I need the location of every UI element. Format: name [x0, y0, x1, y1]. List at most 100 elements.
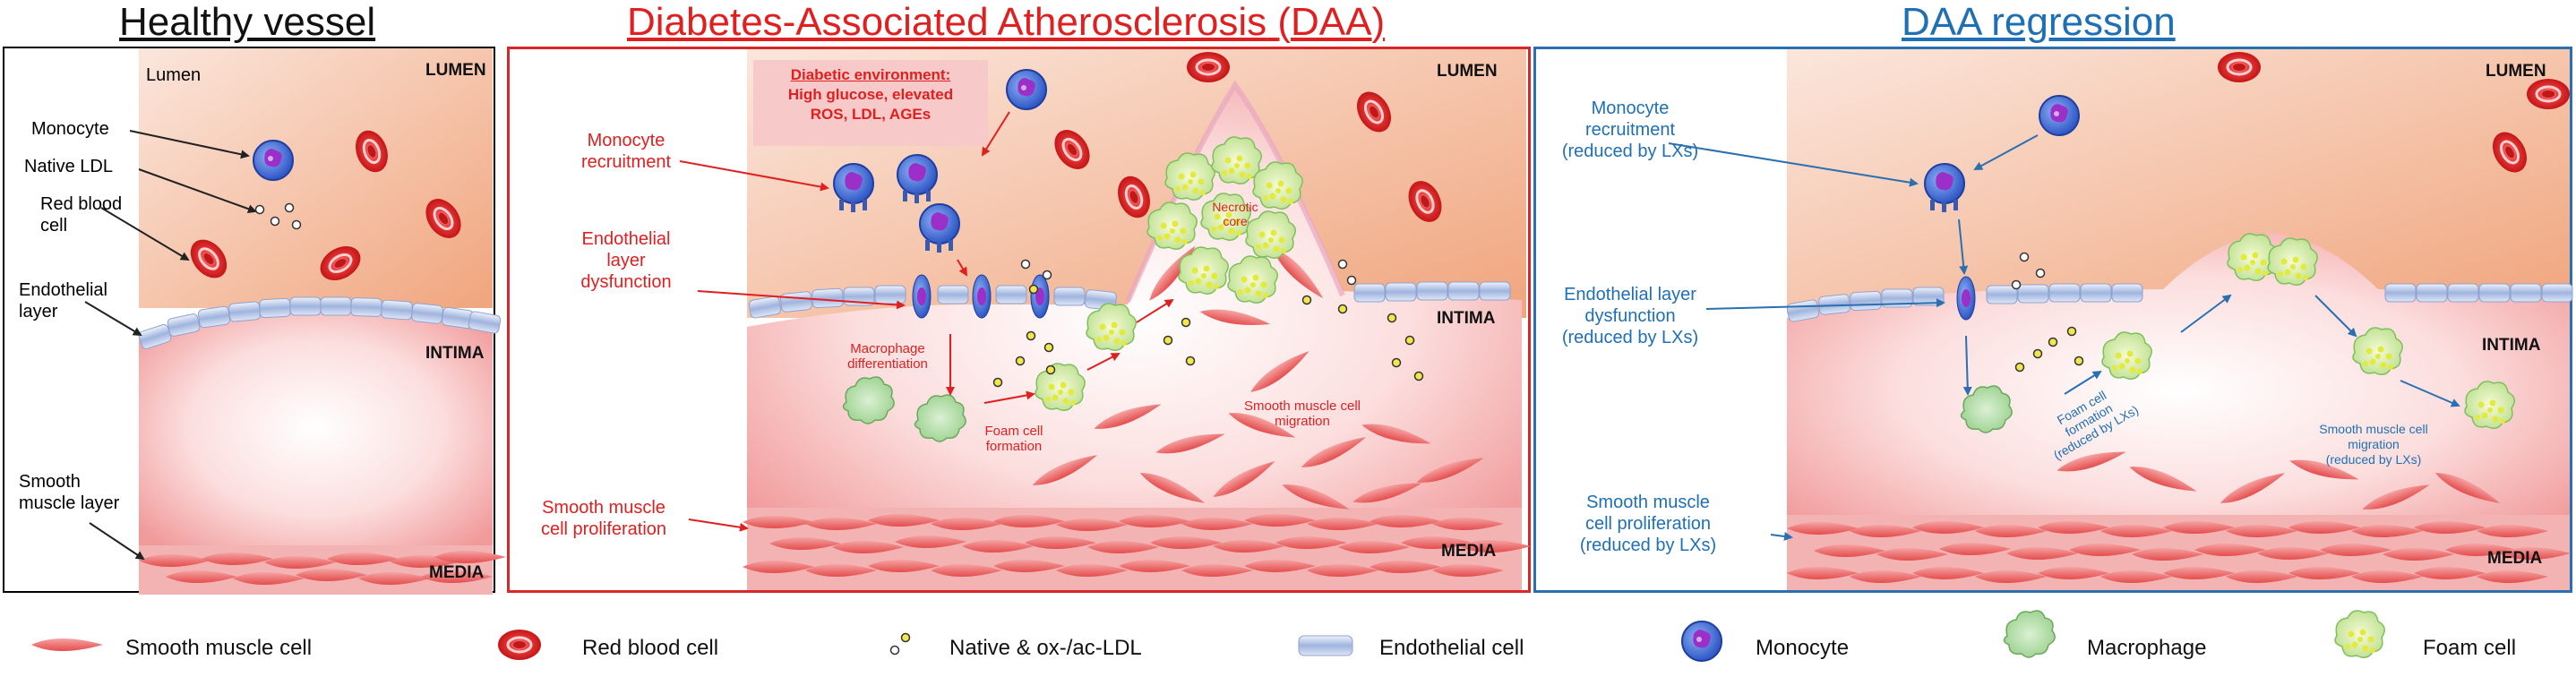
healthy-endothelial-label-line1: Endothelial [19, 280, 107, 300]
daa-monocyte-recruitment-label-line1: Monocyte [587, 131, 665, 150]
regression-monocyte-recruitment-label-line3: (reduced by LXs) [1561, 141, 1699, 161]
healthy-vessel-title: Healthy vessel [119, 0, 376, 44]
healthy-endothelial-label: Endothelial layer [19, 279, 107, 322]
regression-endothelial-dysfunction-label: Endothelial layer dysfunction (reduced b… [1554, 284, 1706, 348]
legend-red-blood-cell-label: Red blood cell [582, 636, 719, 660]
daa-diabetic-environment-title: Diabetic environment: [790, 66, 951, 83]
legend-red-blood-cell: Red blood cell [484, 618, 797, 662]
healthy-monocyte-label: Monocyte [31, 119, 109, 139]
foam-cell-icon [2334, 610, 2385, 658]
daa-red-blood-cell [1185, 50, 1232, 84]
legend-monocyte-label: Monocyte [1756, 636, 1850, 660]
macrophage-icon [2003, 610, 2056, 658]
regression-monocyte [2039, 95, 2080, 136]
daa-smc-proliferation-label-line2: cell proliferation [540, 519, 667, 539]
monocyte-icon [1681, 621, 1722, 662]
regression-monocyte-recruitment-label: Monocyte recruitment (reduced by LXs) [1554, 98, 1706, 162]
regression-smc-migration-label-line2: migration [2348, 437, 2400, 451]
regression-red-blood-cell [2216, 50, 2263, 84]
regression-smc-proliferation-label-line2: cell proliferation [1584, 514, 1712, 534]
daa-endothelial-dysfunction-label: Endothelial layer dysfunction [559, 228, 693, 293]
healthy-rbc-label-line2: cell [40, 216, 68, 236]
daa-media-smooth-muscle [743, 514, 1531, 577]
daa-necrotic-core-label: Necrotic core [1199, 200, 1271, 228]
legend-endothelial-cell: Endothelial cell [1294, 618, 1599, 661]
daa-smc-proliferation-label: Smooth muscle cell proliferation [519, 497, 689, 540]
daa-intima-label: INTIMA [1437, 309, 1496, 328]
daa-title: Diabetes-Associated Atherosclerosis (DAA… [627, 0, 1385, 45]
legend-macrophage-label: Macrophage [2087, 636, 2207, 660]
daa-foam-cell-formation-label-line1: Foam cell [984, 424, 1043, 439]
healthy-intima-label: INTIMA [425, 344, 485, 363]
regression-media-label: MEDIA [2487, 549, 2543, 568]
daa-macrophage-differentiation-label-line1: Macrophage [850, 341, 925, 356]
healthy-monocyte [253, 140, 294, 181]
regression-endothelial-dysfunction-label-line2: dysfunction [1584, 306, 1676, 326]
healthy-smooth-muscle-label-line2: muscle layer [19, 493, 120, 513]
regression-smc-proliferation-label: Smooth muscle cell proliferation (reduce… [1554, 492, 1742, 556]
daa-regression-title: DAA regression [1902, 0, 2176, 44]
regression-process-arrows [1668, 134, 2460, 541]
regression-intima-label: INTIMA [2482, 336, 2541, 355]
healthy-endothelial-label-line2: layer [19, 302, 58, 321]
legend-smooth-muscle: Smooth muscle cell [27, 618, 385, 661]
legend-foam-cell: Foam cell [2329, 610, 2571, 661]
daa-title-paren-close: ) [1371, 0, 1386, 44]
regression-transmigrating-monocyte [1956, 276, 1976, 321]
daa-endothelial-dysfunction-label-line2: layer [606, 251, 646, 270]
legend-endothelial-cell-label: Endothelial cell [1379, 636, 1524, 660]
regression-media-smooth-muscle [1787, 521, 2571, 583]
healthy-smooth-muscle-label: Smooth muscle layer [19, 471, 119, 514]
daa-regression-illustration [1668, 49, 2573, 590]
daa-illustration [679, 49, 1531, 590]
daa-smc-migration-label: Smooth muscle cell migration [1235, 398, 1370, 429]
daa-necrotic-core-label-line1: Necrotic [1212, 200, 1258, 214]
ldl-icon [889, 632, 911, 656]
regression-monocyte-recruitment-label-line2: recruitment [1584, 120, 1676, 140]
daa-title-abbr: DAA [1291, 0, 1372, 44]
daa-process-arrows [679, 111, 1174, 532]
healthy-smooth-muscle-label-line1: Smooth [19, 472, 81, 492]
legend-foam-cell-label: Foam cell [2423, 636, 2517, 660]
regression-smc-proliferation-label-line3: (reduced by LXs) [1579, 536, 1717, 555]
regression-endothelial-dysfunction-label-line1: Endothelial layer [1564, 285, 1696, 304]
healthy-rbc-label-line1: Red blood [40, 194, 123, 214]
legend-monocyte: Monocyte [1675, 618, 1926, 662]
regression-smc-migration-label-line3: (reduced by LXs) [2325, 452, 2422, 467]
healthy-lumen-label: LUMEN [425, 61, 486, 80]
regression-smc-migration-label: Smooth muscle cell migration (reduced by… [2302, 422, 2445, 467]
legend-ldl: Native & ox-/ac-LDL [882, 618, 1223, 661]
daa-diabetic-environment-line1: High glucose, elevated [787, 86, 954, 103]
endothelial-cell-icon [1298, 635, 1353, 656]
daa-lumen-label: LUMEN [1437, 62, 1498, 81]
daa-regression-panel: LUMEN INTIMA MEDIA Monocyte recruitment … [1533, 47, 2573, 593]
regression-smc-proliferation-label-line1: Smooth muscle [1586, 493, 1710, 512]
healthy-vessel-panel: Lumen LUMEN INTIMA MEDIA Monocyte Native… [3, 47, 506, 595]
daa-monocyte-recruitment-label-line2: recruitment [580, 152, 672, 172]
daa-smc-migration-label-line1: Smooth muscle cell [1243, 398, 1361, 414]
daa-macrophage-differentiation-label: Macrophage differentiation [829, 341, 946, 372]
smooth-muscle-icon [31, 638, 103, 651]
healthy-lumen-small-label: Lumen [146, 65, 202, 85]
daa-macrophage-differentiation-label-line2: differentiation [847, 356, 928, 372]
daa-smc-proliferation-label-line1: Smooth muscle [542, 498, 665, 518]
regression-smc-migration-label-line1: Smooth muscle cell [2319, 422, 2428, 436]
regression-red-blood-cell [2525, 77, 2572, 111]
healthy-native-ldl-label: Native LDL [24, 157, 113, 176]
daa-title-text: Diabetes-Associated Atherosclerosis [627, 0, 1267, 44]
daa-foam-cell-formation-label: Foam cell formation [974, 424, 1054, 454]
healthy-rbc-label: Red blood cell [40, 193, 122, 236]
regression-lumen-label: LUMEN [2486, 62, 2546, 81]
daa-endothelial-dysfunction-label-line1: Endothelial [581, 229, 671, 249]
daa-monocyte-recruitment-label: Monocyte recruitment [559, 130, 693, 173]
daa-monocyte [1006, 69, 1047, 110]
regression-endothelial-dysfunction-label-line3: (reduced by LXs) [1561, 328, 1699, 347]
healthy-vessel-illustration [84, 48, 506, 595]
daa-necrotic-core-label-line2: core [1223, 214, 1248, 228]
regression-monocyte-recruitment-label-line1: Monocyte [1591, 99, 1670, 118]
daa-diabetic-environment-line2: ROS, LDL, AGEs [810, 106, 932, 123]
healthy-media-label: MEDIA [429, 563, 485, 582]
daa-panel: Diabetic environment: High glucose, elev… [507, 47, 1531, 593]
red-blood-cell-icon [496, 628, 543, 662]
legend-smooth-muscle-label: Smooth muscle cell [125, 636, 313, 660]
